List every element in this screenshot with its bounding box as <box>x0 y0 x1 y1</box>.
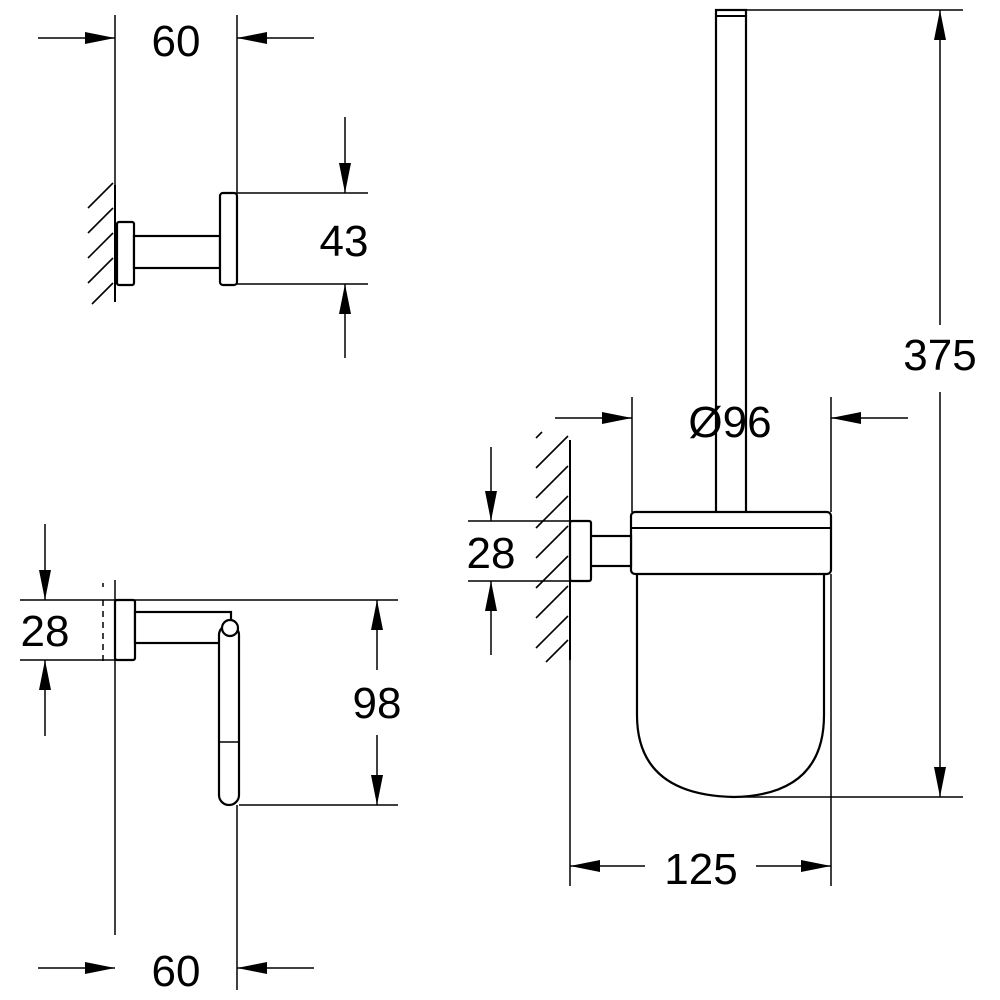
hook-width-dimension: 60 <box>38 15 314 193</box>
brush-handle <box>714 8 748 518</box>
brush-cup <box>635 570 826 799</box>
brush-set-view: 28 Ø96 125 <box>467 8 977 894</box>
hook-wall-hatch <box>87 182 116 305</box>
paper-holder-width-label: 60 <box>152 947 201 996</box>
brush-set-rosette-label: 28 <box>467 529 516 578</box>
hook-width-label: 60 <box>152 17 201 66</box>
brush-set-height-label: 375 <box>903 331 976 380</box>
brush-set-depth-label: 125 <box>664 845 737 894</box>
hook-height-label: 43 <box>320 217 369 266</box>
hook-view: 60 43 <box>38 15 368 358</box>
brush-set-height-dimension: 375 <box>734 9 977 798</box>
paper-holder-width-dimension: 60 <box>38 805 314 996</box>
paper-holder-body <box>113 598 241 807</box>
paper-holder-view: 28 98 60 <box>20 524 401 996</box>
paper-holder-rosette-dimension: 28 <box>20 524 398 736</box>
brush-set-diameter-dimension: Ø96 <box>555 397 908 512</box>
brush-set-body <box>568 8 833 799</box>
hook-body <box>115 191 239 287</box>
paper-holder-rosette-label: 28 <box>21 607 70 656</box>
brush-holder-rosette <box>568 519 593 583</box>
brush-holder-ring <box>629 510 833 576</box>
brush-set-depth-dimension: 125 <box>569 574 832 894</box>
brush-set-rosette-dimension: 28 <box>467 447 570 655</box>
brush-set-diameter-label: Ø96 <box>688 398 771 447</box>
brush-set-wall-hatch <box>535 431 571 663</box>
brush-holder-arm <box>588 534 633 568</box>
hook-height-dimension: 43 <box>237 117 368 358</box>
paper-holder-height-label: 98 <box>353 679 402 728</box>
paper-holder-height-dimension: 98 <box>239 600 402 806</box>
paper-holder-wall <box>102 580 116 935</box>
